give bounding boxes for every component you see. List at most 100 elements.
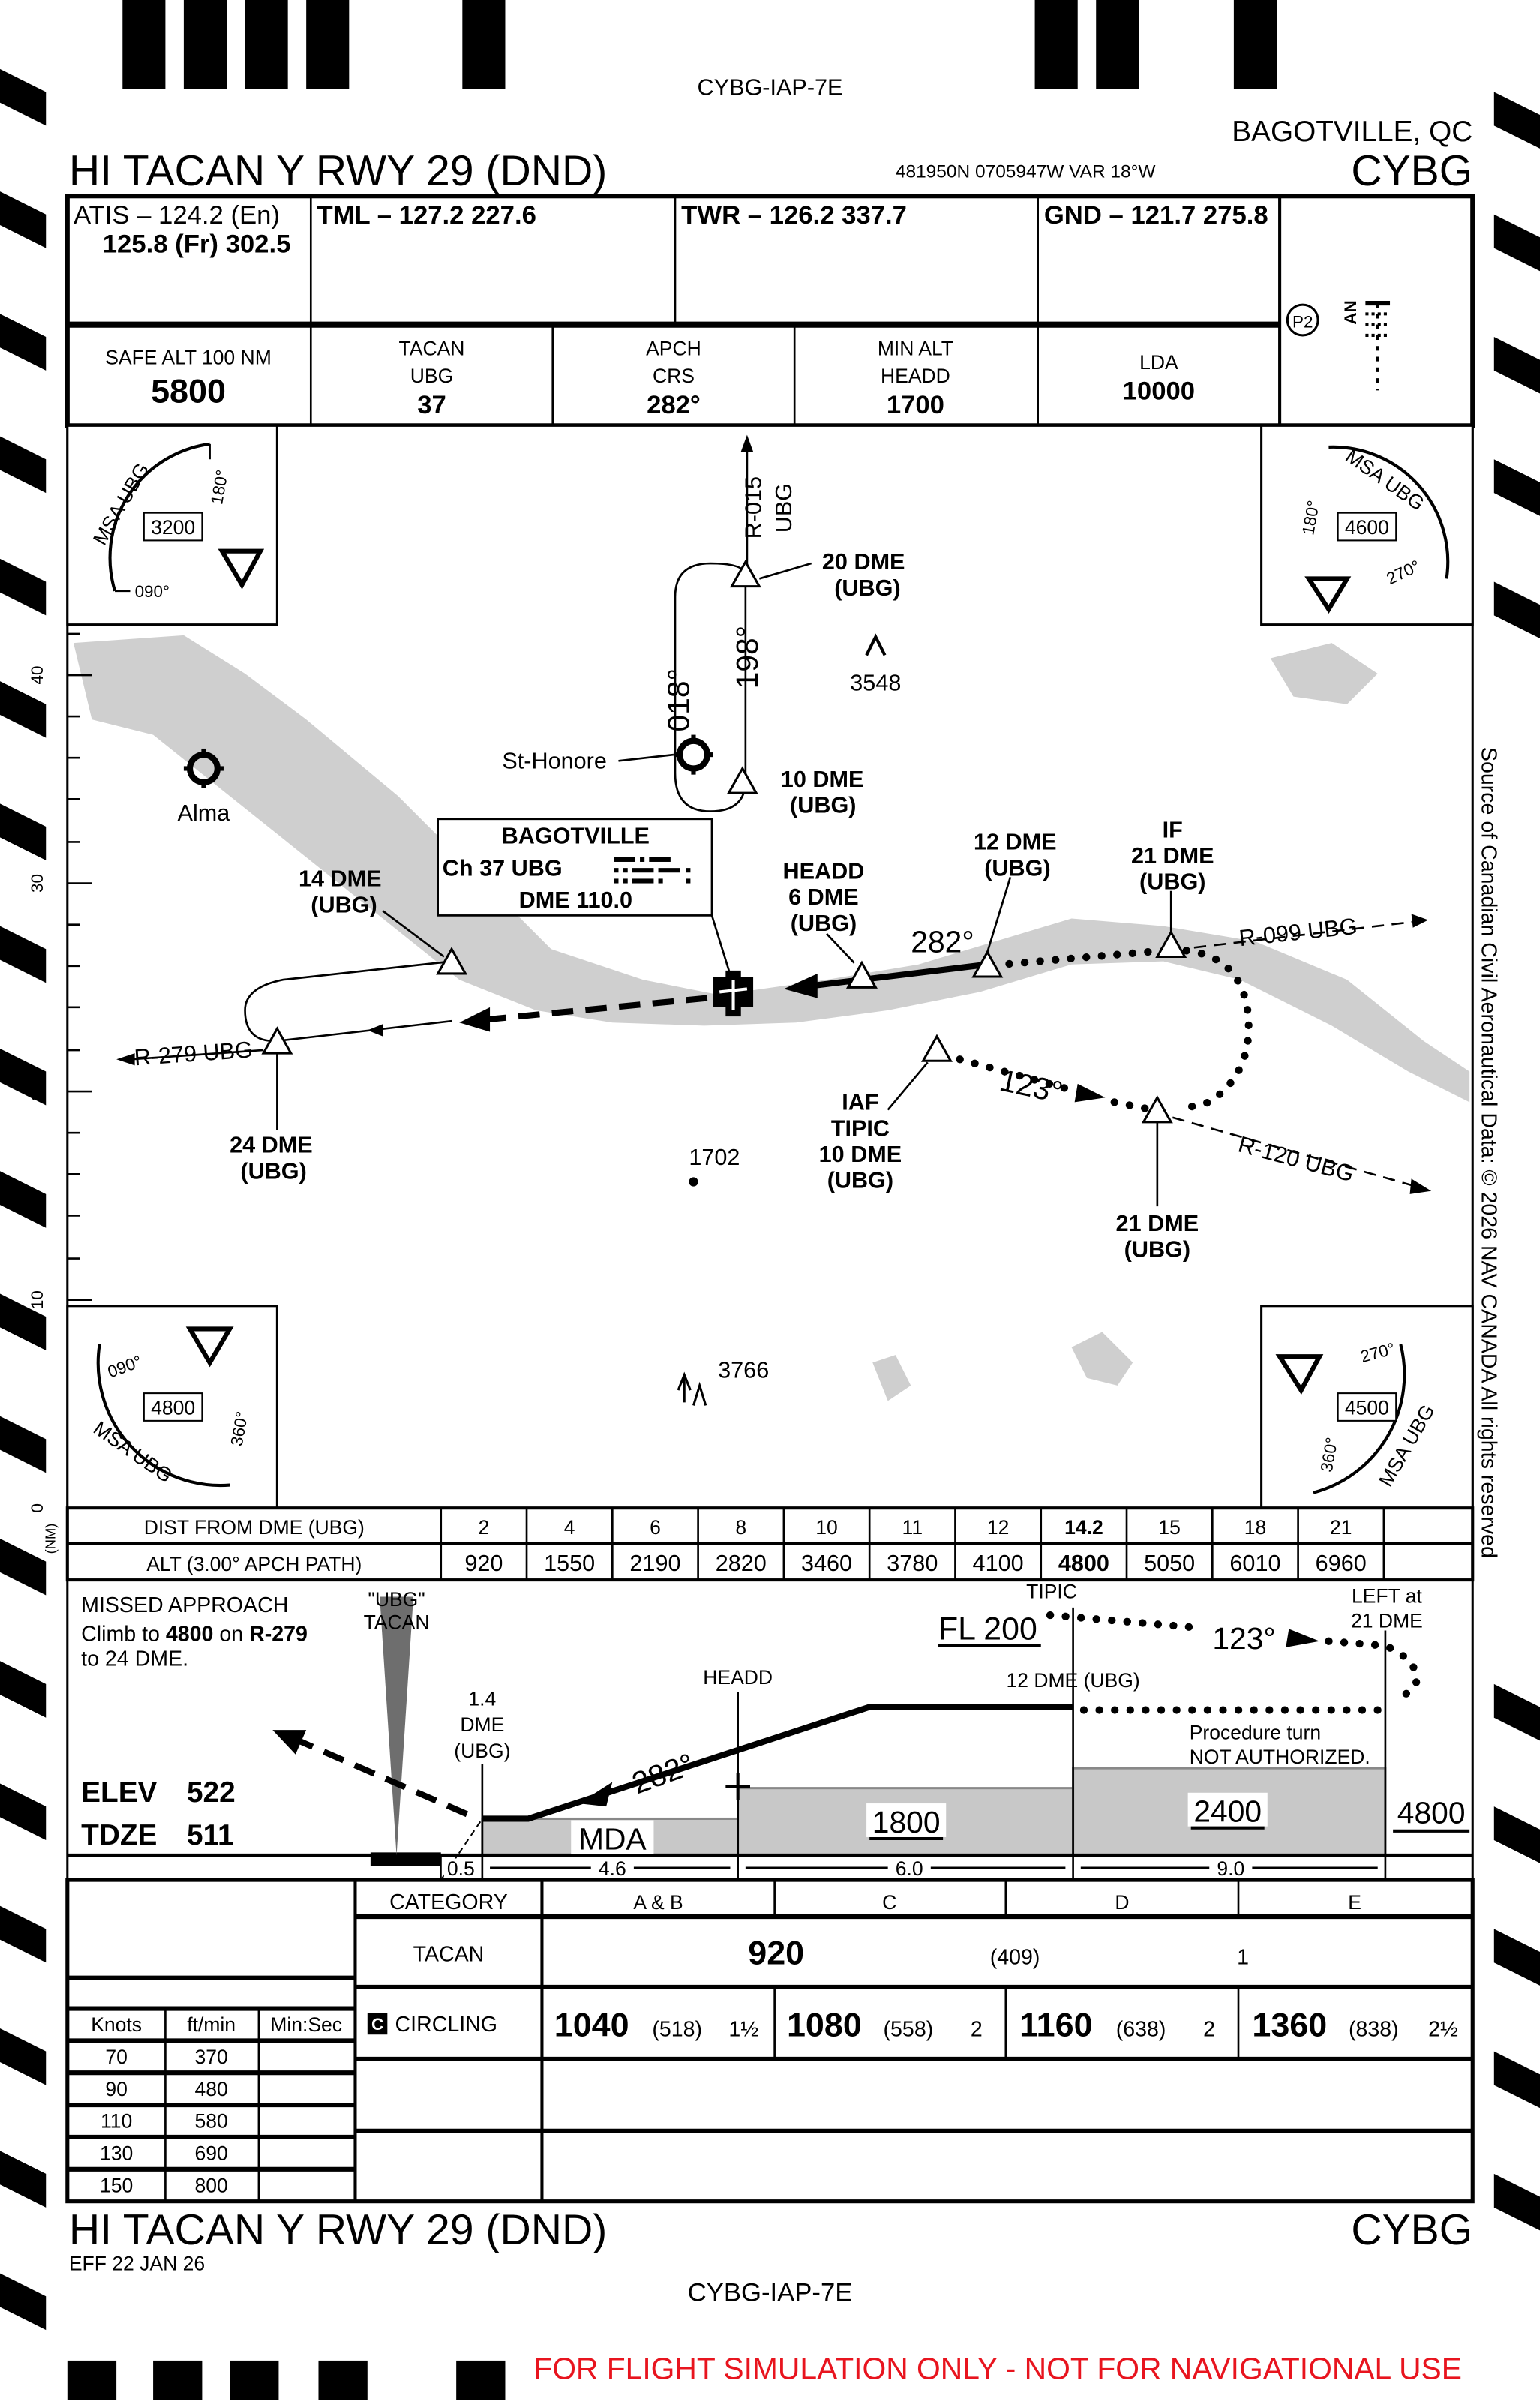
fix-10dme-label: 10 DME: [781, 767, 864, 792]
r015-ident: UBG: [771, 483, 797, 533]
rate-knots: 110: [101, 2110, 132, 2133]
tacan-symbol-icon: [218, 548, 265, 590]
spot-elevation-icon: [689, 1177, 698, 1187]
lighting-symbol: AN: [1341, 300, 1360, 324]
tipic-route-dotted-end: [1110, 1098, 1149, 1112]
rate-of-descent-table: Knots ft/min Min:Sec 70 370 90 480 110 5…: [67, 1975, 356, 2202]
msa-sw-altitude: 4800: [151, 1397, 195, 1419]
dist-cell: 15: [1158, 1516, 1181, 1539]
r099-radial: [1193, 920, 1416, 949]
scale-tick-0: 0: [28, 1503, 47, 1512]
fix-24dme-ident: (UBG): [240, 1158, 306, 1184]
procedure-turn-note: Procedure turn: [1190, 1721, 1321, 1743]
obstacle-icon: [865, 633, 887, 656]
rate-knots: 150: [100, 2174, 133, 2196]
alt-cell: 920: [464, 1551, 503, 1576]
msa-ne: 4600 MSA UBG 180° 270°: [1260, 424, 1474, 626]
alt-cell: 2820: [716, 1551, 767, 1576]
circling-c-mda: 1080: [787, 2005, 862, 2043]
dme14-label-3: (UBG): [454, 1740, 510, 1762]
simulation-disclaimer: FOR FLIGHT SIMULATION ONLY - NOT FOR NAV…: [533, 2351, 1462, 2385]
fix-headd-icon: [845, 960, 878, 989]
segment-dist-90: 9.0: [1217, 1857, 1244, 1880]
min-alt-value: 1700: [887, 391, 944, 419]
morse-code-icon: [614, 857, 691, 884]
dist-cell-faf: 14.2: [1064, 1516, 1103, 1539]
footer-airport-id: CYBG: [1351, 2206, 1472, 2254]
navaid-name: BAGOTVILLE: [502, 823, 650, 848]
rate-fpm: 580: [195, 2110, 228, 2133]
rate-header-knots: Knots: [91, 2013, 142, 2036]
fix-tipic-icon: [920, 1034, 953, 1062]
chart-id-bottom: CYBG-IAP-7E: [688, 2278, 853, 2307]
fix-10dme-ident: (UBG): [790, 793, 856, 818]
arrow-icon: [367, 1024, 383, 1037]
safe-alt-label: SAFE ALT 100 NM: [105, 347, 272, 369]
msa-nw-altitude: 3200: [151, 516, 195, 539]
dist-row-label: DIST FROM DME (UBG): [144, 1516, 365, 1539]
circling-ab-mda: 1040: [554, 2005, 629, 2043]
alt-cell: 1550: [544, 1551, 595, 1576]
distance-scale: 50 40 30 20 10 0 (NM): [28, 458, 92, 1554]
segment-dist-60: 6.0: [896, 1857, 923, 1880]
circling-d-vis: 2: [1203, 2017, 1215, 2041]
dist-cell: 18: [1244, 1516, 1267, 1539]
arrow-icon: [1409, 1178, 1432, 1194]
hold-outbound-course: 018°: [661, 668, 695, 731]
msa-se-altitude: 4500: [1345, 1397, 1389, 1419]
rate-header-minsec: Min:Sec: [270, 2013, 342, 2036]
arrow-icon: [272, 1730, 307, 1755]
alt-cell: 3780: [887, 1551, 938, 1576]
dme12-profile-label: 12 DME (UBG): [1006, 1669, 1139, 1692]
dme-altitude-table: DIST FROM DME (UBG) ALT (3.00° APCH PATH…: [65, 1506, 1475, 1582]
safe-alt-value: 5800: [151, 372, 226, 410]
alt-cell: 4100: [973, 1551, 1024, 1576]
scale-unit: (NM): [42, 1524, 58, 1554]
airport-coordinates: 481950N 0705947W VAR 18°W: [896, 162, 1157, 182]
fix-if-icon: [1155, 929, 1187, 959]
circling-d-hat: (638): [1116, 2017, 1166, 2041]
iaf-dme: 10 DME: [819, 1142, 902, 1167]
bagotville-airport-icon: [713, 970, 754, 1017]
missed-approach-title: MISSED APPROACH: [81, 1593, 288, 1617]
circling-c-hat: (558): [884, 2017, 934, 2041]
rate-knots: 90: [105, 2078, 128, 2100]
apch-crs-label: APCH: [646, 337, 701, 359]
tacan-visibility: 1: [1237, 1945, 1249, 1969]
rate-fpm: 690: [195, 2142, 228, 2165]
category-c: C: [882, 1891, 896, 1914]
fix-12dme-label: 12 DME: [974, 830, 1057, 855]
scale-tick-20: 20: [28, 1082, 47, 1101]
profile-course-123: 123°: [1212, 1621, 1275, 1656]
segment-alt-4800: 4800: [1397, 1796, 1466, 1830]
missed-approach-limit: to 24 DME.: [81, 1647, 188, 1671]
arrow-icon: [1411, 914, 1429, 928]
minima-section: CATEGORY A & B C D E TACAN 920 (409) 1 C…: [65, 1878, 1475, 2204]
dist-cell: 21: [1330, 1516, 1352, 1539]
msa-nw: 3200 MSA UBG 180° 090°: [66, 424, 278, 626]
circling-label: CIRCLING: [395, 2013, 497, 2037]
arrow-icon: [578, 1782, 613, 1807]
dist-cell: 6: [650, 1516, 661, 1539]
msa-nw-bearing-b: 090°: [135, 582, 170, 601]
category-ab: A & B: [633, 1891, 683, 1914]
scale-tick-50: 50: [28, 458, 47, 476]
dme-arc-dotted: [1175, 947, 1253, 1114]
dme14-label: 1.4: [468, 1687, 496, 1710]
fix-24dme-label: 24 DME: [230, 1133, 313, 1158]
left-at-label: LEFT at: [1352, 1585, 1422, 1608]
chart-id-top: CYBG-IAP-7E: [698, 75, 843, 101]
fix-12dme-ident: (UBG): [984, 855, 1050, 881]
alt-cell: 3460: [801, 1551, 852, 1576]
dme14-label-2: DME: [460, 1713, 504, 1736]
msa-sw: 4800 MSA UBG 090° 360°: [66, 1305, 278, 1509]
navaid-channel: Ch 37 UBG: [443, 855, 563, 881]
circling-ab-vis: 1½: [728, 2017, 758, 2041]
msa-se: 4500 MSA UBG 270° 360°: [1260, 1305, 1474, 1509]
feeder-route-dotted: [998, 947, 1168, 968]
dist-cell: 11: [902, 1516, 923, 1539]
rate-header-fpm: ft/min: [187, 2013, 236, 2036]
circling-ab-hat: (518): [652, 2017, 702, 2041]
alt-cell: 6010: [1229, 1551, 1280, 1576]
